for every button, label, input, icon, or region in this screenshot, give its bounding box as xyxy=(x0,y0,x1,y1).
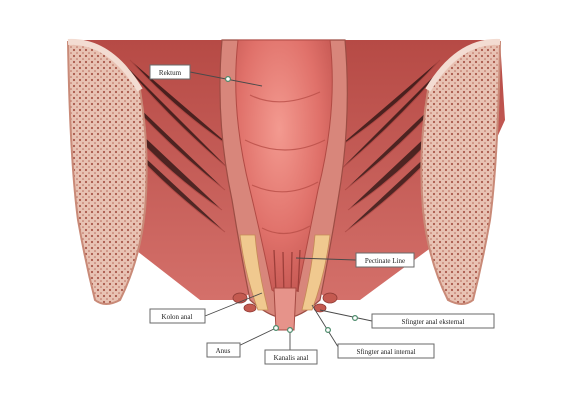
anus-pointer-dot xyxy=(274,326,279,331)
rectum-pointer-dot xyxy=(226,77,231,82)
sfingter-eksternal-label: Sfingter anal eksternal xyxy=(402,318,465,326)
rectum-label: Rektum xyxy=(159,69,182,77)
sfingter-internal-pointer-dot xyxy=(326,328,331,333)
kolon-anal-label: Kolon anal xyxy=(162,313,193,321)
kanalis-anal-label: Kanalis anal xyxy=(274,354,309,362)
sfingter-internal-leader xyxy=(312,305,340,350)
sfingter-internal-label: Sfingter anal internal xyxy=(356,348,415,356)
sfingter-eksternal-leader xyxy=(320,310,372,321)
anus-label: Anus xyxy=(216,347,231,355)
pectinate-label: Pectinate Line xyxy=(365,257,405,265)
anal-canal xyxy=(274,288,296,330)
sfingter-eksternal-pointer-dot xyxy=(353,316,358,321)
kanalis-anal-pointer-dot xyxy=(288,328,293,333)
